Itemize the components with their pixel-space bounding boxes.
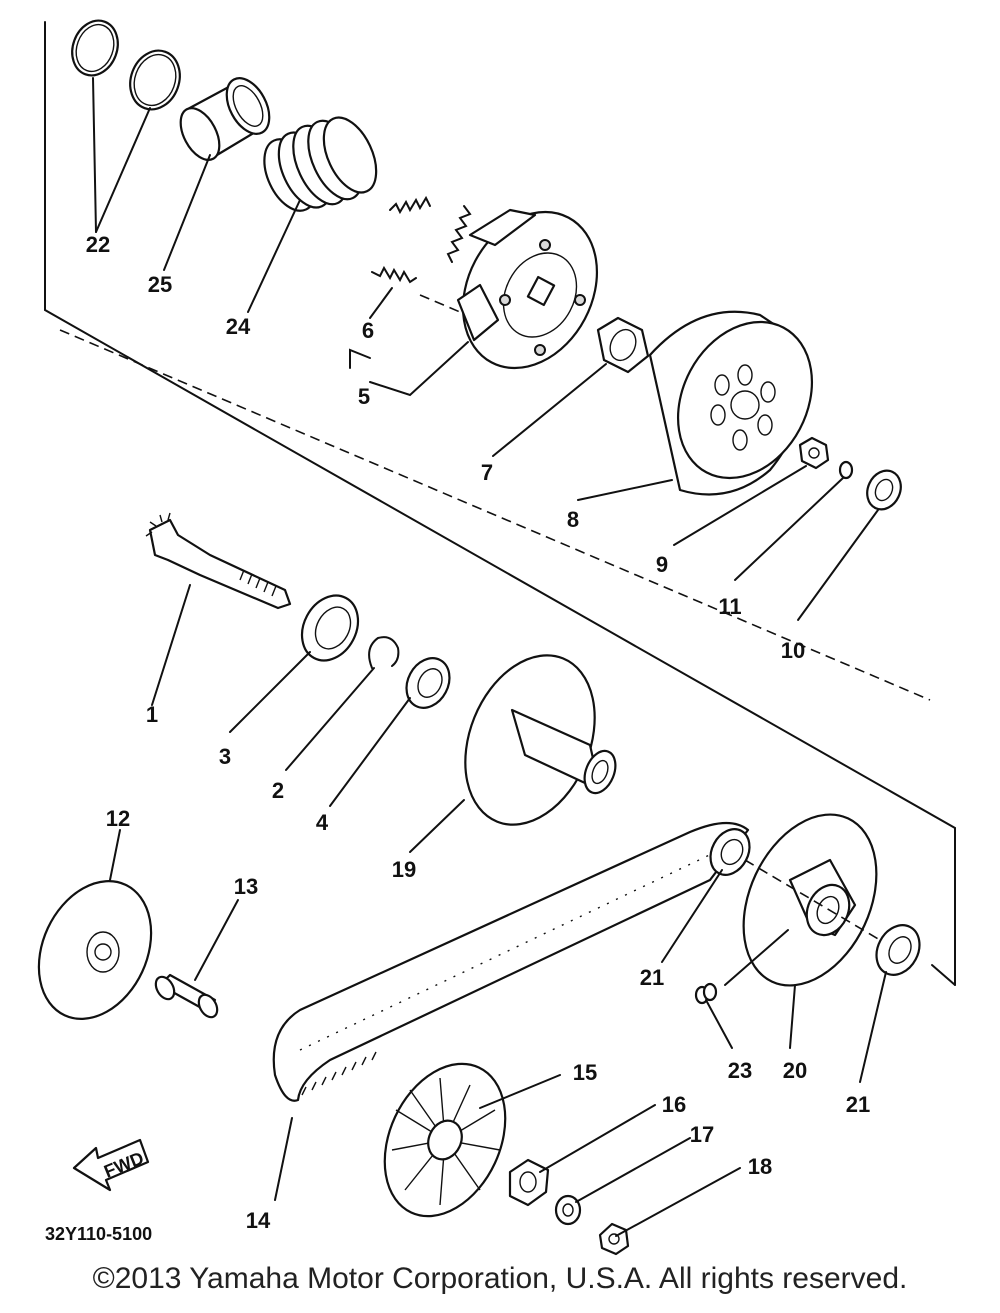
part-label-20: 20 (783, 1058, 807, 1083)
fwd-arrow-icon: FWD (72, 1138, 150, 1192)
part-label-12: 12 (106, 806, 130, 831)
part-label-15: 15 (573, 1060, 597, 1085)
part-label-22: 22 (86, 232, 110, 257)
washer-part-11 (838, 460, 854, 480)
fan-part-15 (383, 1062, 507, 1218)
collar-part-16 (508, 1158, 550, 1207)
part-label-16: 16 (662, 1092, 686, 1117)
part-label-23: 23 (728, 1058, 752, 1083)
part-label-14: 14 (246, 1208, 271, 1233)
bearing-part-4 (405, 657, 451, 709)
nut-part-7 (596, 316, 650, 374)
o-ring-part-22 (71, 19, 181, 111)
assembly-axis-lines (59, 294, 931, 941)
part-label-18: 18 (748, 1154, 772, 1179)
copyright-notice: ©2013 Yamaha Motor Corporation, U.S.A. A… (92, 1262, 908, 1295)
washer-part-17 (554, 1194, 582, 1226)
part-label-21-lower: 21 (846, 1092, 870, 1117)
v-belt-part-14 (272, 821, 750, 1102)
part-label-9: 9 (656, 552, 668, 577)
part-label-2: 2 (272, 778, 284, 803)
part-number-labels: 22 25 24 6 5 7 8 9 11 10 1 3 2 4 19 12 1… (86, 232, 870, 1233)
nut-part-9 (798, 436, 830, 470)
collar-part-25 (179, 77, 271, 161)
small-spring-middle (446, 205, 472, 263)
shaft-part-1 (145, 512, 292, 610)
leader-lines (92, 77, 887, 1237)
part-label-21-upper: 21 (640, 965, 664, 990)
clutch-housing-part-8 (648, 310, 814, 496)
part-label-3: 3 (219, 744, 231, 769)
bearing-part-10 (866, 469, 902, 511)
part-label-7: 7 (481, 460, 493, 485)
pin-part-23 (694, 982, 718, 1005)
part-label-19: 19 (392, 857, 416, 882)
part-label-25: 25 (148, 272, 172, 297)
nut-part-18 (598, 1222, 630, 1256)
part-label-11: 11 (718, 594, 741, 619)
small-spring-upper (389, 195, 431, 215)
bearing-part-3 (300, 594, 360, 662)
part-label-17: 17 (690, 1122, 714, 1147)
sheave-part-20 (742, 813, 878, 987)
part-label-1: 1 (146, 702, 158, 727)
part-label-6: 6 (362, 318, 374, 343)
part-label-4: 4 (316, 810, 329, 835)
spring-part-24 (263, 116, 378, 212)
drawing-code: 32Y110-5100 (45, 1224, 152, 1244)
sheave-part-12 (37, 880, 153, 1020)
collar-part-13 (154, 973, 219, 1019)
part-label-13: 13 (234, 874, 258, 899)
clutch-carrier-part-5 (456, 208, 599, 370)
bearing-part-21-lower (875, 924, 921, 976)
spring-part-6 (371, 265, 417, 284)
sheave-part-19 (464, 654, 617, 826)
part-label-24: 24 (226, 314, 251, 339)
assembly-frame (44, 21, 956, 986)
circlip-part-2 (368, 636, 400, 669)
part-label-8: 8 (567, 507, 579, 532)
part-label-10: 10 (781, 638, 805, 663)
part-label-5: 5 (358, 384, 370, 409)
